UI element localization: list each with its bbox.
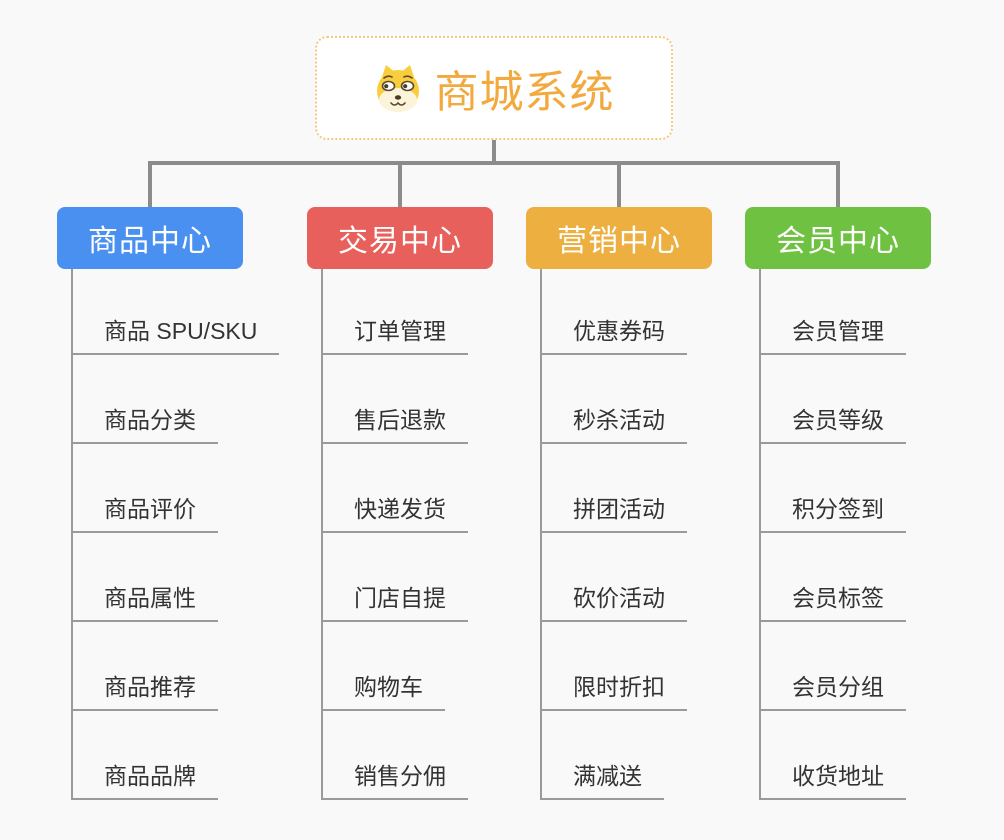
sub-topic[interactable]: 门店自提 bbox=[322, 583, 468, 622]
sub-topic[interactable]: 商品 SPU/SKU bbox=[72, 316, 280, 355]
connector-line bbox=[148, 161, 840, 165]
sub-topic[interactable]: 商品推荐 bbox=[72, 672, 218, 711]
branch-spine-line bbox=[540, 269, 542, 800]
sub-topic[interactable]: 秒杀活动 bbox=[541, 405, 687, 444]
sub-topic[interactable]: 销售分佣 bbox=[322, 761, 468, 800]
sub-topic[interactable]: 优惠券码 bbox=[541, 316, 687, 355]
sub-topic[interactable]: 快递发货 bbox=[322, 494, 468, 533]
sub-topic[interactable]: 订单管理 bbox=[322, 316, 468, 355]
branch-topic[interactable]: 交易中心 bbox=[307, 207, 493, 269]
sub-topic[interactable]: 砍价活动 bbox=[541, 583, 687, 622]
branch: 交易中心 订单管理售后退款快递发货门店自提购物车销售分佣 bbox=[307, 207, 493, 800]
branch-topic[interactable]: 会员中心 bbox=[745, 207, 931, 269]
branch-spine-line bbox=[71, 269, 73, 800]
sub-topic[interactable]: 会员分组 bbox=[760, 672, 906, 711]
sub-topic[interactable]: 商品分类 bbox=[72, 405, 218, 444]
sub-topic[interactable]: 会员等级 bbox=[760, 405, 906, 444]
sub-topic[interactable]: 商品属性 bbox=[72, 583, 218, 622]
connector-line bbox=[492, 140, 496, 165]
branch-topic[interactable]: 商品中心 bbox=[57, 207, 243, 269]
sub-topic[interactable]: 售后退款 bbox=[322, 405, 468, 444]
branch-spine-line bbox=[759, 269, 761, 800]
sub-topic[interactable]: 拼团活动 bbox=[541, 494, 687, 533]
branch-topic-label: 商品中心 bbox=[88, 225, 212, 258]
root-topic[interactable]: 商城系统 bbox=[315, 36, 673, 140]
branch-topic-label: 营销中心 bbox=[557, 225, 681, 258]
sub-topic[interactable]: 会员标签 bbox=[760, 583, 906, 622]
sub-topic[interactable]: 会员管理 bbox=[760, 316, 906, 355]
connector-line bbox=[617, 161, 621, 207]
shiba-dog-icon bbox=[376, 65, 419, 112]
sub-topic[interactable]: 商品评价 bbox=[72, 494, 218, 533]
connector-line bbox=[398, 161, 402, 207]
connector-line bbox=[148, 161, 152, 207]
branch-topic-label: 会员中心 bbox=[776, 225, 900, 258]
sub-topic[interactable]: 积分签到 bbox=[760, 494, 906, 533]
branch: 商品中心 商品 SPU/SKU 商品分类商品评价商品属性商品推荐商品品牌 bbox=[57, 207, 280, 800]
branch-topic-label: 交易中心 bbox=[338, 225, 462, 258]
branch: 会员中心 会员管理会员等级积分签到会员标签会员分组收货地址 bbox=[745, 207, 931, 800]
sub-topic[interactable]: 满减送 bbox=[541, 761, 664, 800]
sub-topic[interactable]: 商品品牌 bbox=[72, 761, 218, 800]
sub-topic[interactable]: 收货地址 bbox=[760, 761, 906, 800]
root-topic-label: 商城系统 bbox=[434, 68, 615, 117]
branch: 营销中心 优惠券码秒杀活动拼团活动砍价活动限时折扣满减送 bbox=[526, 207, 712, 800]
sub-topic[interactable]: 购物车 bbox=[322, 672, 445, 711]
branch-topic[interactable]: 营销中心 bbox=[526, 207, 712, 269]
sub-topic[interactable]: 限时折扣 bbox=[541, 672, 687, 711]
connector-line bbox=[836, 161, 840, 207]
branch-spine-line bbox=[321, 269, 323, 800]
